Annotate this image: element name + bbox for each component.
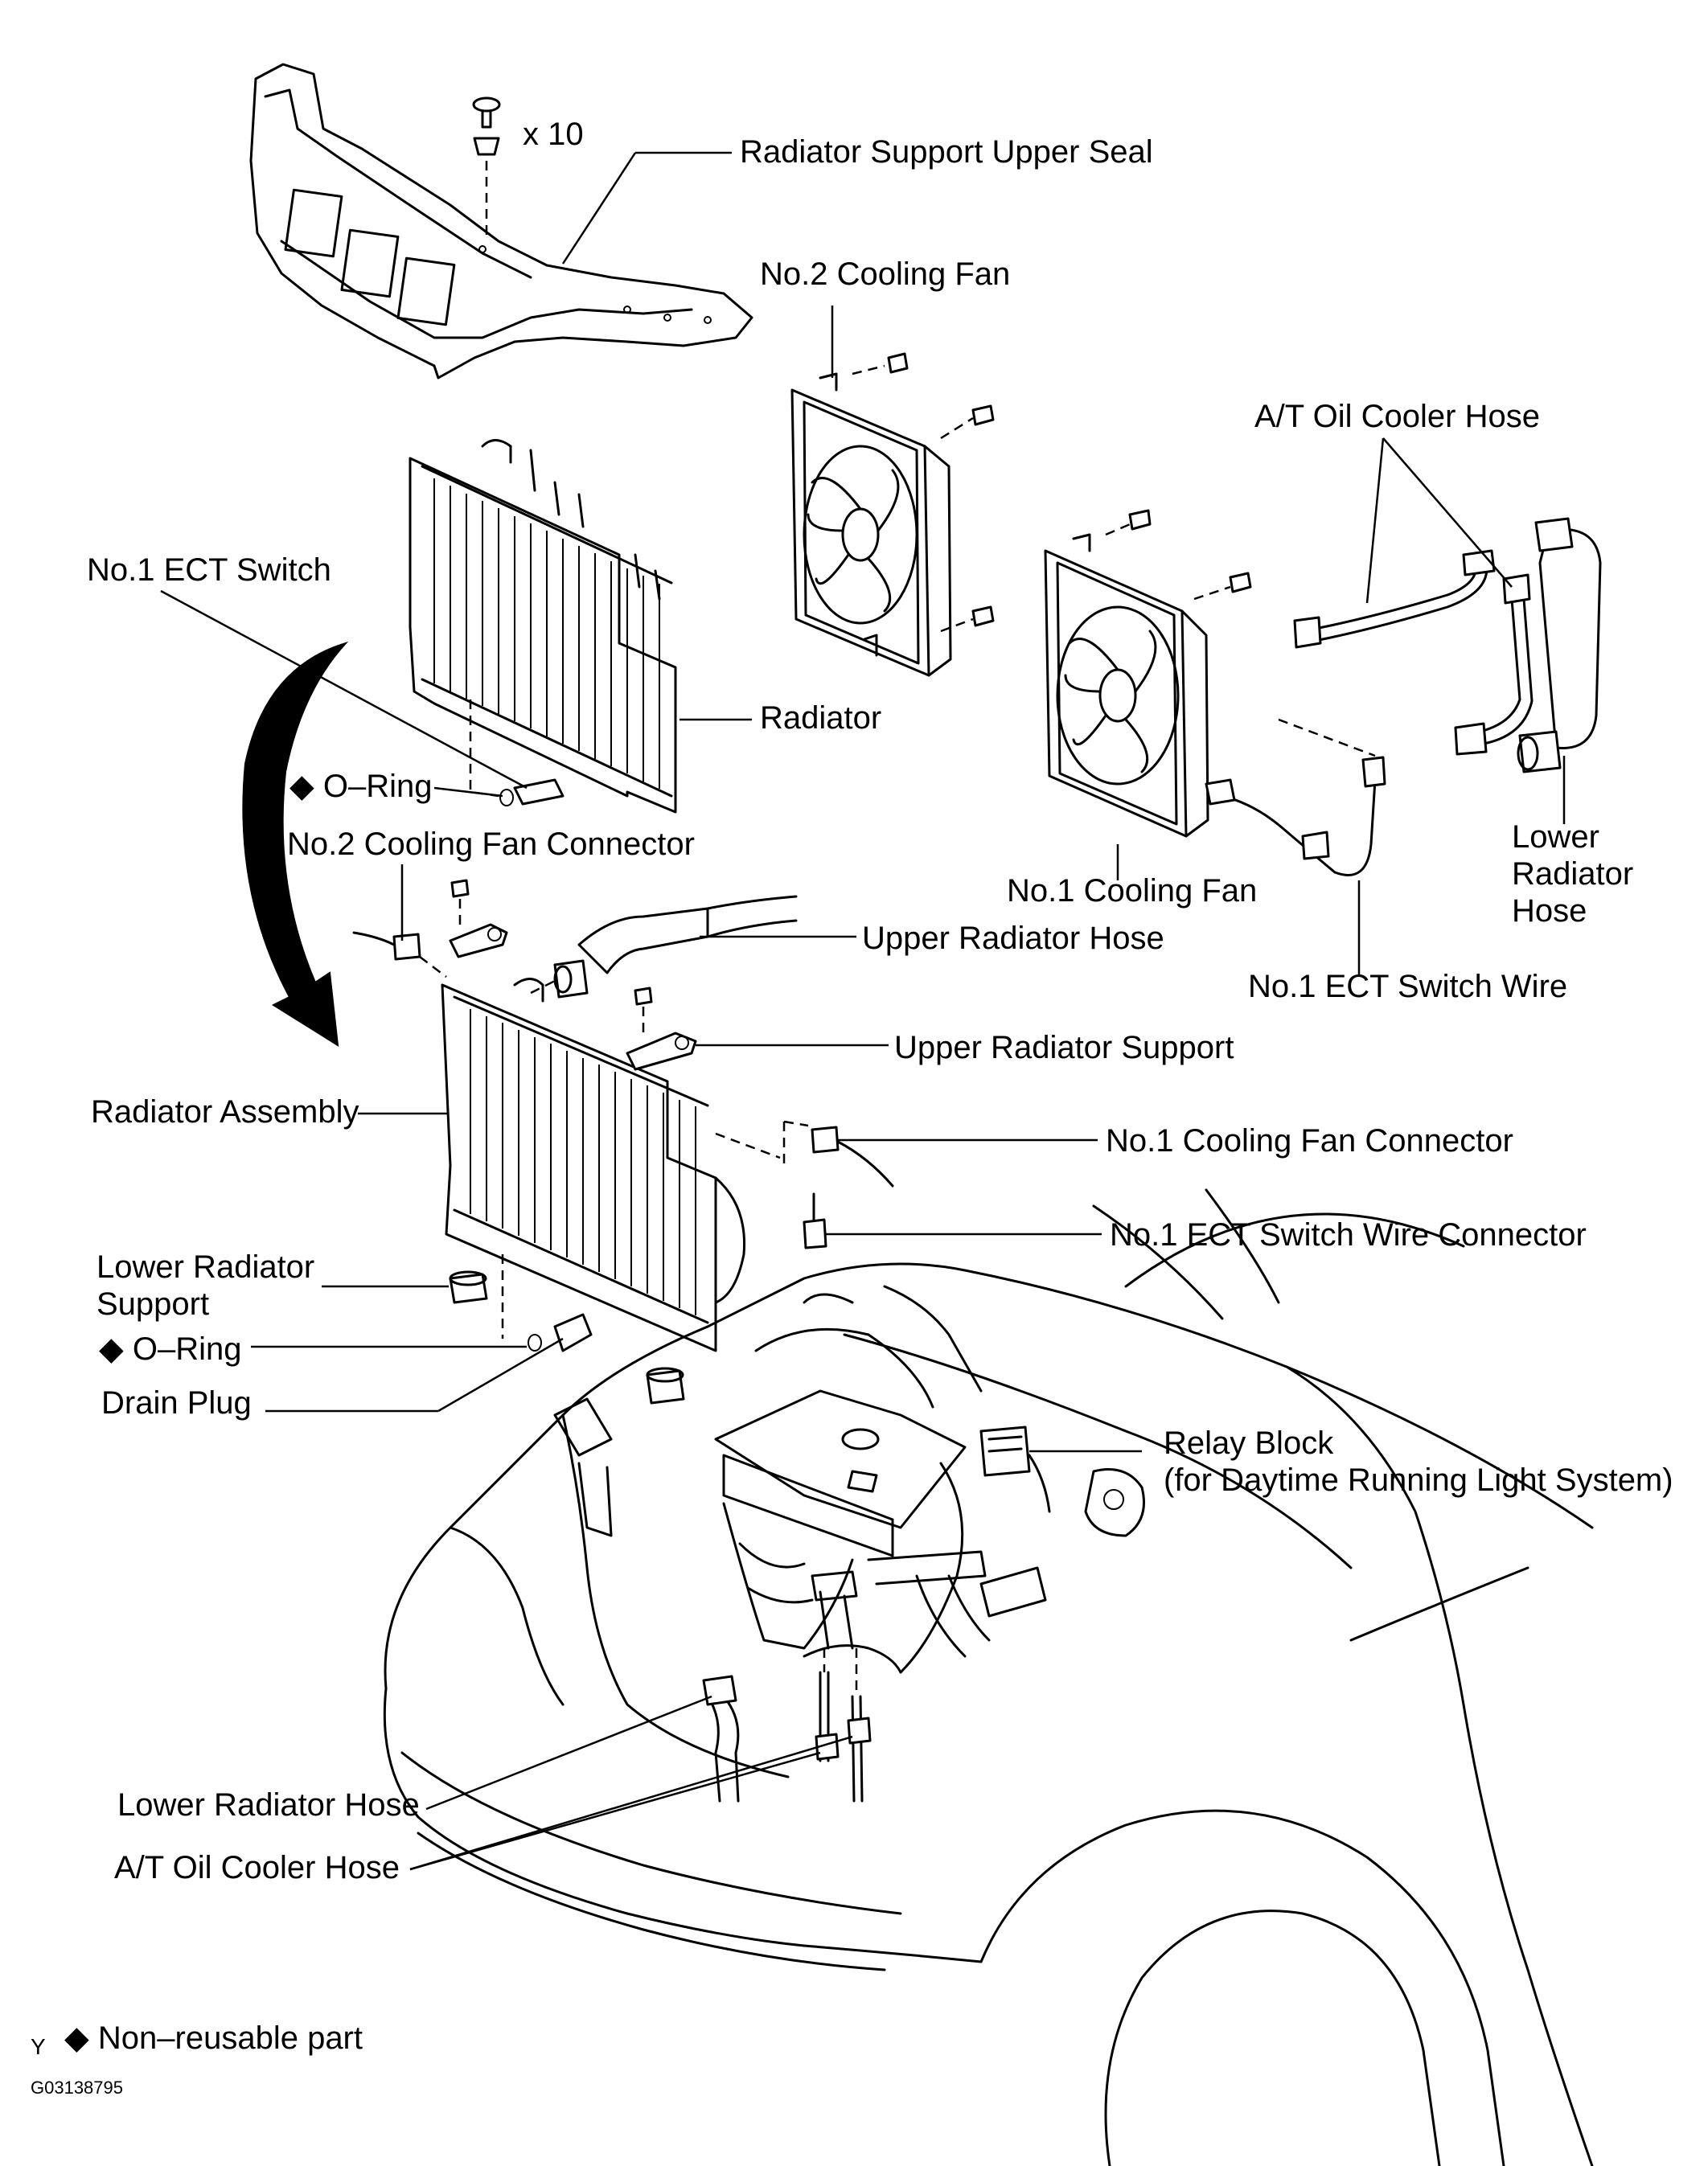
legend-text: Non–reusable part [97, 2020, 363, 2056]
radiator-fins [433, 478, 660, 789]
label-line: Support [96, 1286, 210, 1322]
no1-cooling-fan [1044, 533, 1209, 838]
curved-arrow-icon [242, 641, 349, 1047]
legend-letter: Y [31, 2034, 46, 2059]
ect-switch-wire [1205, 756, 1386, 876]
no2-cooling-fan [790, 372, 952, 677]
upper-radiator-hose [530, 895, 798, 999]
at-oil-cooler-hose-bottom [815, 1648, 872, 1803]
label-line: Hose [1512, 893, 1587, 929]
figure-code: G03138795 [31, 2078, 123, 2098]
bolt-icon [1128, 509, 1252, 593]
label-no1-ect-switch-wire: No.1 ECT Switch Wire [1248, 969, 1568, 1004]
radiator-support-upper-seal [249, 63, 753, 379]
label-radiator: Radiator [760, 700, 882, 736]
radiator-assembly [441, 978, 746, 1352]
drain-plug [528, 1313, 593, 1352]
label-no2-cooling-fan: No.2 Cooling Fan [760, 256, 1011, 292]
label-drain-plug: Drain Plug [101, 1385, 252, 1421]
label-radiator-assembly: Radiator Assembly [91, 1094, 359, 1130]
o-ring-text: O–Ring [322, 769, 433, 804]
radiator-fins [470, 1009, 696, 1315]
at-oil-cooler-hose-top [1293, 549, 1534, 756]
non-reusable-icon: ◆ [64, 2020, 89, 2056]
legend: ◆ Non–reusable part [64, 2020, 363, 2057]
non-reusable-icon: ◆ [289, 769, 314, 804]
label-line: Lower [1512, 819, 1599, 855]
ect-wire-connector [803, 1192, 827, 1249]
bolt-icon [887, 352, 995, 627]
quantity-label: x 10 [523, 117, 584, 152]
label-line: Relay Block [1164, 1426, 1334, 1461]
label-lower-radiator-support: Lower Radiator Support [96, 1249, 314, 1323]
upper-radiator-support-left [449, 879, 508, 958]
label-no1-ect-switch: No.1 ECT Switch [87, 552, 331, 588]
lower-radiator-hose-bottom [702, 1675, 740, 1803]
label-relay-block: Relay Block (for Daytime Running Light S… [1164, 1425, 1673, 1499]
car-body [383, 1188, 1594, 2166]
clip-icon [472, 96, 501, 241]
label-line: (for Daytime Running Light System) [1164, 1462, 1673, 1498]
label-no1-cooling-fan: No.1 Cooling Fan [1007, 873, 1258, 909]
non-reusable-icon: ◆ [99, 1331, 124, 1367]
upper-radiator-support-right [626, 987, 697, 1071]
label-radiator-support-upper-seal: Radiator Support Upper Seal [740, 134, 1153, 170]
label-at-oil-cooler-hose-bottom: A/T Oil Cooler Hose [114, 1850, 400, 1885]
label-no2-cooling-fan-connector: No.2 Cooling Fan Connector [287, 827, 695, 862]
label-upper-radiator-support: Upper Radiator Support [894, 1030, 1234, 1065]
label-no1-cooling-fan-connector: No.1 Cooling Fan Connector [1106, 1123, 1513, 1159]
engine [553, 1285, 1145, 1674]
relay-block [979, 1426, 1051, 1513]
ect-switch [499, 778, 565, 806]
label-o-ring-top: ◆ O–Ring [289, 768, 433, 805]
label-upper-radiator-hose: Upper Radiator Hose [862, 921, 1164, 956]
no1-fan-connector [715, 1120, 894, 1188]
label-line: Lower Radiator [96, 1249, 315, 1285]
label-o-ring-bottom: ◆ O–Ring [99, 1331, 242, 1368]
label-line: Radiator [1512, 856, 1634, 892]
lower-radiator-hose-right [1517, 517, 1602, 773]
label-lower-radiator-hose-bottom: Lower Radiator Hose [117, 1787, 420, 1823]
lower-radiator-support-2 [646, 1367, 685, 1405]
lower-radiator-support [449, 1270, 488, 1304]
label-lower-radiator-hose-right: Lower Radiator Hose [1512, 818, 1633, 929]
radiator-top [409, 439, 677, 814]
label-ect-switch-wire-connector: No.1 ECT Switch Wire Connector [1110, 1217, 1587, 1253]
label-at-oil-cooler-hose-top: A/T Oil Cooler Hose [1254, 399, 1540, 434]
o-ring-text: O–Ring [132, 1331, 242, 1367]
no2-fan-connector [352, 931, 447, 978]
leader-lines [160, 151, 1566, 1871]
